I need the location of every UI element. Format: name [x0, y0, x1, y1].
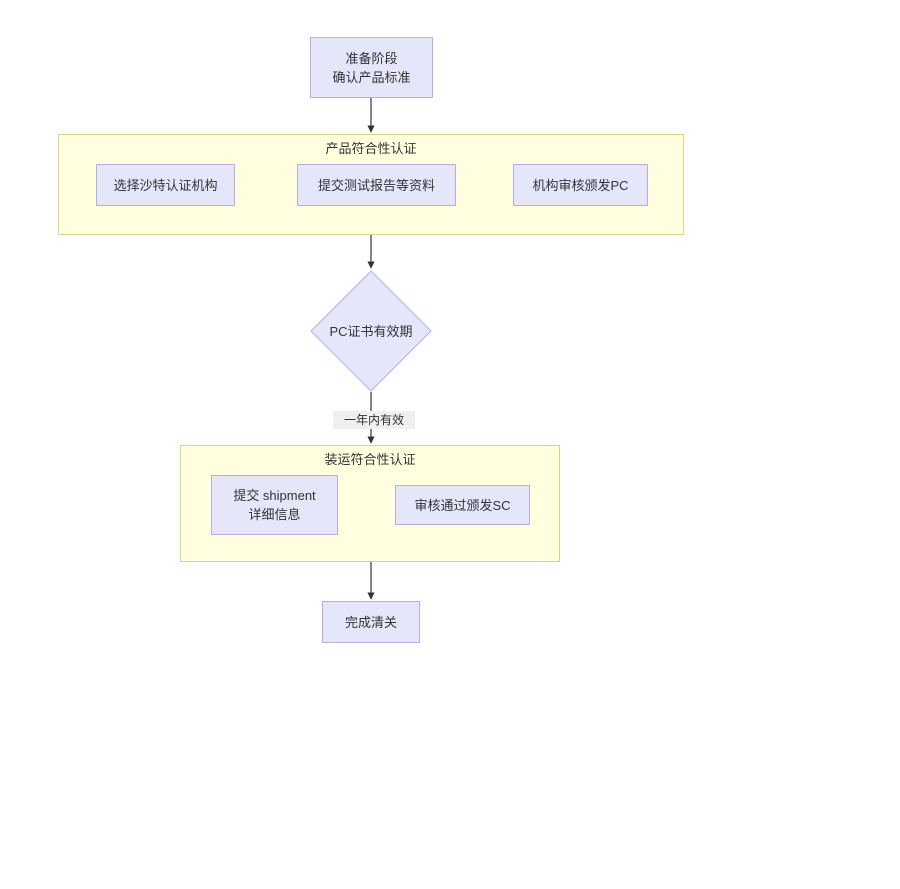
group-product-conformity-title: 产品符合性认证: [325, 141, 417, 156]
node-pc-validity[interactable]: PC证书有效期: [310, 270, 432, 392]
node-finish-customs-clearance[interactable]: 完成清关: [322, 601, 420, 643]
node-issue-pc[interactable]: 机构审核颁发PC: [513, 164, 648, 206]
node-start[interactable]: 准备阶段 确认产品标准: [310, 37, 433, 98]
node-issue-pc-label: 机构审核颁发PC: [532, 177, 629, 193]
node-finish-customs-clearance-label: 完成清关: [344, 614, 397, 630]
node-issue-sc-label: 审核通过颁发SC: [414, 497, 511, 513]
edge-label-valid-within-one-year-text: 一年内有效: [343, 413, 404, 427]
node-submit-shipment-details-label: 提交 shipment 详细信息: [233, 488, 316, 522]
node-submit-test-reports[interactable]: 提交测试报告等资料: [297, 164, 456, 206]
edge-label-valid-within-one-year: 一年内有效: [333, 411, 415, 429]
node-submit-shipment-details[interactable]: 提交 shipment 详细信息: [211, 475, 338, 535]
node-pc-validity-label: PC证书有效期: [329, 323, 413, 339]
diamond-shape: [310, 270, 432, 392]
node-select-certification-body-label: 选择沙特认证机构: [113, 177, 218, 193]
node-submit-test-reports-label: 提交测试报告等资料: [317, 177, 435, 193]
node-select-certification-body[interactable]: 选择沙特认证机构: [96, 164, 235, 206]
node-issue-sc[interactable]: 审核通过颁发SC: [395, 485, 530, 525]
group-shipment-conformity-title: 装运符合性认证: [324, 452, 416, 467]
node-start-label: 准备阶段 确认产品标准: [332, 50, 411, 85]
